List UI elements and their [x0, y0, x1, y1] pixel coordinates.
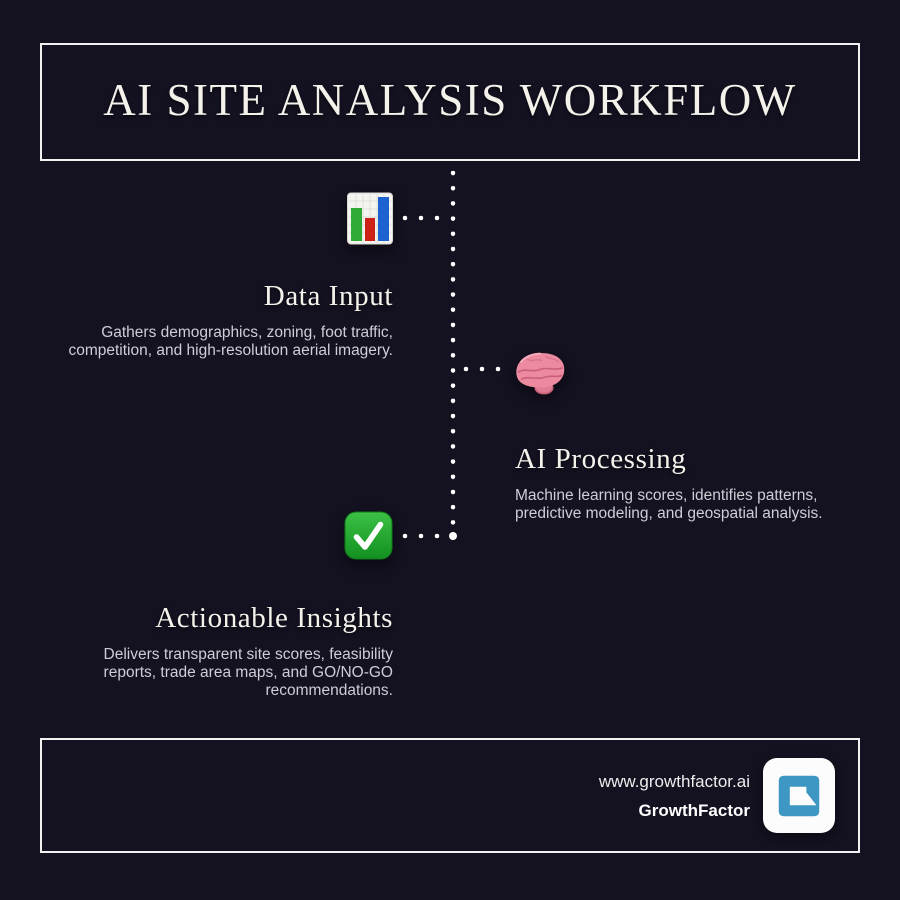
connector-step3 — [402, 533, 448, 539]
footer-frame — [40, 738, 860, 853]
footer-brand-name: GrowthFactor — [638, 801, 750, 820]
growthfactor-logo — [763, 758, 835, 833]
step-title: AI Processing — [515, 443, 687, 475]
step-ai-processing: AI Processing Machine learning scores, i… — [515, 443, 860, 523]
step-title: Actionable Insights — [155, 602, 393, 634]
workflow-vertical-connector — [450, 170, 456, 542]
step-actionable-insights: Actionable Insights Delivers transparent… — [63, 602, 393, 699]
growthfactor-g-icon — [778, 775, 820, 816]
connector-step1 — [402, 215, 448, 221]
step-description: Gathers demographics, zoning, foot traff… — [68, 324, 393, 359]
title-frame — [40, 43, 860, 161]
footer-website-url: www.growthfactor.ai — [598, 772, 750, 791]
step-data-input: Data Input Gathers demographics, zoning,… — [48, 280, 393, 360]
step-description: Delivers transparent site scores, feasib… — [103, 646, 393, 699]
step-title: Data Input — [263, 280, 393, 312]
check-mark-icon — [344, 511, 393, 560]
connector-end-dot — [449, 532, 457, 540]
page-title: AI SITE ANALYSIS WORKFLOW — [103, 75, 797, 125]
step-description: Machine learning scores, identifies patt… — [515, 487, 823, 522]
brain-icon — [512, 349, 569, 396]
connector-step2 — [463, 366, 509, 372]
bar-chart-icon — [347, 192, 393, 245]
